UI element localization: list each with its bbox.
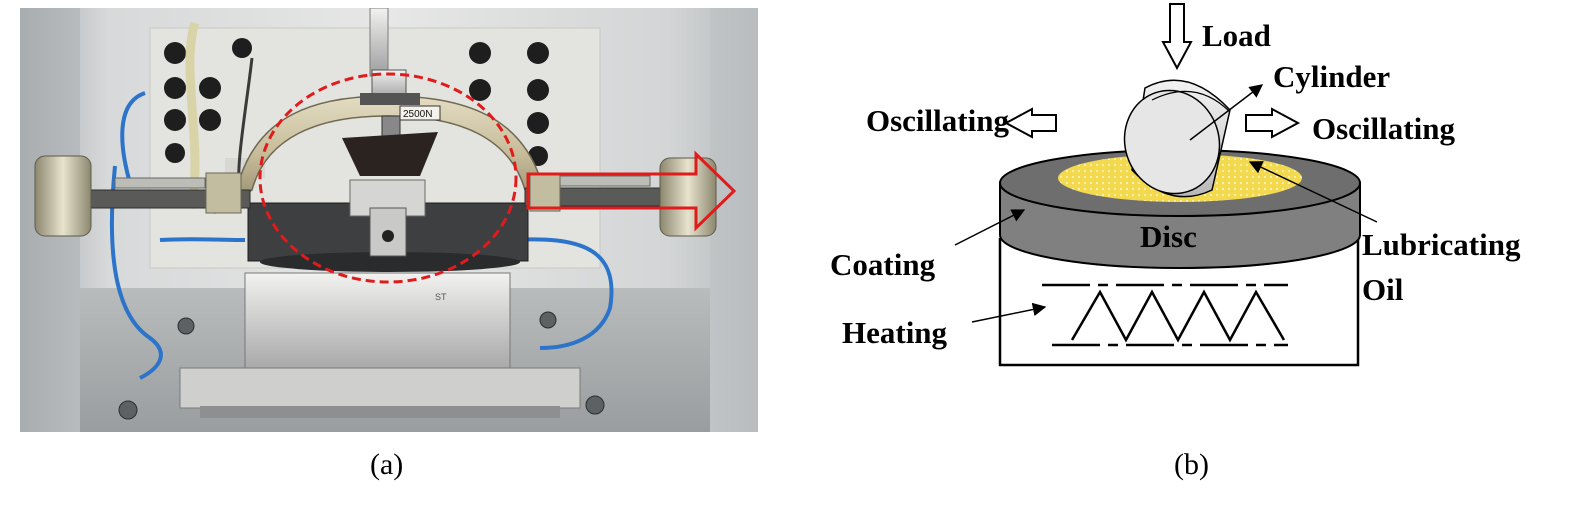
caption-panel-a: (a) (370, 448, 404, 481)
label-cylinder: Cylinder (1273, 59, 1390, 94)
load-rod (369, 8, 389, 77)
contact-zone-highlight (258, 72, 518, 284)
label-heating: Heating (842, 315, 948, 350)
label-oscillating-right: Oscillating (1312, 111, 1455, 146)
label-disc: Disc (1140, 219, 1197, 254)
caption-panel-b: (b) (1174, 448, 1209, 481)
load-arrow (1161, 3, 1193, 71)
heating-coil (1070, 289, 1286, 343)
schematic-diagram: Load Cylinder Oscillating Oscillating Di… (830, 3, 1521, 367)
svg-text:ST: ST (435, 292, 447, 302)
right-grip (659, 157, 717, 237)
oscillating-right-arrow (1245, 107, 1301, 139)
base-block (244, 272, 511, 384)
label-lubricating: Lubricating (1362, 227, 1521, 262)
oscillation-direction-arrow (526, 150, 737, 232)
heater-housing (998, 238, 1360, 367)
label-coating: Coating (830, 247, 936, 282)
test-rig-photo: ST 2500N (20, 8, 758, 432)
panel-connectors (164, 38, 549, 166)
left-grip (34, 155, 92, 237)
label-oscillating-left: Oscillating (866, 103, 1009, 138)
oscillating-left-arrow (1003, 107, 1057, 139)
label-load: Load (1202, 18, 1271, 53)
label-oil: Oil (1362, 272, 1404, 307)
cylinder-end-face (1123, 89, 1221, 195)
load-cell-label: 2500N (403, 109, 432, 120)
load-cell (399, 105, 441, 121)
